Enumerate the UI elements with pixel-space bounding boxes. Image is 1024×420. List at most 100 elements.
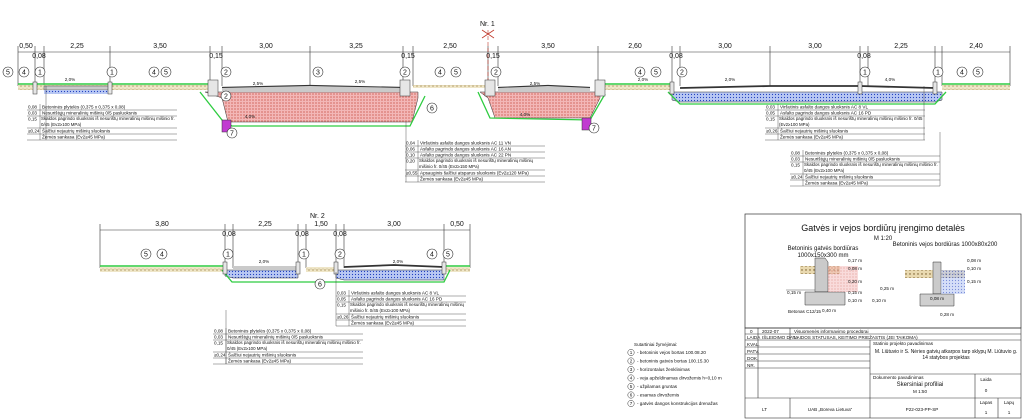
layer-thickness: ≥0,55 [406,171,418,176]
dim-label: 3,80 [155,221,169,228]
layer-name: Viršutinis asfalto dangos sluoksnis AC 8… [351,291,439,296]
layer-thickness: 0,04 [406,141,415,146]
legend-text: - esamas dirvožemis [637,393,680,398]
marker-1: 1 [106,66,118,78]
marker-1: 1 [298,248,310,260]
layer-name: Žemės sankasa (Ev2≥45 MPa) [420,175,483,182]
dim-label: 0,15 [486,53,500,60]
dim-label: 0,08 [32,53,46,60]
detail-measure: 0,20 m [848,279,862,284]
curb1-dims: 1000x150x300 mm [797,253,848,259]
slope-label: 2,0% [259,259,269,264]
side-label-2: PATV. [747,349,759,354]
marker-label: 2 [338,251,342,258]
legend-item: 6- esamas dirvožemis [627,391,680,399]
legend-marker: 7 [630,401,633,406]
marker-4: 4 [956,66,968,78]
layer-name: Žemės sankasa (Ev2≥45 MPa) [228,357,291,364]
marker-4: 4 [634,66,646,78]
legend-item: 4- veja apželdinamas dirvožemis h=0,10 m [627,374,722,382]
layer-thickness: 0,05 [337,297,346,302]
layer-name: Asfalto pagrindo dangos sluoksnis AC 16 … [351,297,443,302]
marker-label: 2 [403,69,407,76]
detail-panel: Gatvės ir vejos bordiūrų įrengimo detalė… [744,213,1022,329]
marker-6: 6 [426,102,438,114]
layer-thickness: ≥0,24 [791,175,803,180]
layer-thickness: ≥0,26 [766,129,778,134]
detail-measure: 0,40 m [822,308,836,313]
side-label-1: KVAL. [747,342,760,347]
slope-label: 2,5% [253,81,263,86]
marker-label: 2 [224,69,228,76]
dim-label: 0,08 [333,231,347,238]
slope-label: 4,0% [520,112,530,117]
legend-marker: 5 [630,384,633,389]
layer-name: Nesurištųjų mineralinių mišinių 0/5 pasl… [42,111,138,116]
detail-scale: M 1:20 [874,236,893,242]
marker-label: 5 [654,69,658,76]
curb2-title: Betoninis vejos bordiūras 1000x80x200 [893,242,998,248]
dim-label: 0,50 [19,43,33,50]
country: LT [762,407,767,412]
dim-label: 3,00 [387,221,401,228]
layer-name: Žemės sankasa (Ev2≥45 MPa) [351,319,414,326]
marker-1: 1 [859,66,871,78]
legend-item: 1- betoninis vejos bortas 100.08.20 [627,349,706,356]
layer-name: Betoninės plytelės (0,375 x 0,375 x 0,08… [228,329,312,334]
layer-thickness: 0,08 [28,105,37,110]
layer-thickness: 0,10 [406,153,415,158]
legend-text: - betoninis gatvės bortas 100.15.30 [637,359,709,364]
layer-name: Asfalto pagrindo dangos sluoksnis AC 16 … [780,111,872,116]
layer-thickness: 0,15 [791,163,800,168]
layer-name: Šalčiui nejautrių mišinių sluoksnis [351,314,420,320]
layer-thickness: 0,05 [766,111,775,116]
dim-label: 0,15 [209,53,223,60]
detail-measure: 0,17 m [848,258,862,263]
legend-item: 2 - betoninis gatvės bortas 100.15.30 [627,357,709,365]
layer-thickness: 0,20 [406,159,415,164]
lapas-value: 1 [985,410,988,415]
legend-title: Sutartiniai žymėjimai: [634,342,677,347]
marker-label: 3 [316,69,320,76]
layer-name: Šalčiui nejautrių mišinių sluoksnis [805,174,874,180]
layer-thickness: ≥0,26 [337,315,349,320]
marker-label: 6 [318,281,322,288]
dim-label: 2,25 [894,43,908,50]
detail-measure: 0,10 m [967,266,981,271]
detail-measure: 0,15 m [848,290,862,295]
detail-measure: 0,10 m [848,298,862,303]
marker-label: 4 [960,69,964,76]
permit-label: LAIDOS STATUSAS, KEITIMO PRIEŽASTIS (JEI… [794,333,918,340]
doc-label: Dokumento pavadinimas [873,375,924,380]
marker-5: 5 [972,66,984,78]
slope-label: 2,0% [65,77,75,82]
object-title: M. Liūtuvio ir S. Nėries gatvių atkarpos… [874,349,1018,361]
legend-item: 5- užpilamas gruntas [627,383,678,390]
dim-label: 0,08 [295,231,309,238]
layer-name: Šalčiui nejautrių mišinių sluoksnis [42,128,111,134]
layer-name: Betoninės plytelės (0,375 x 0,375 x 0,08… [805,151,889,156]
doc-code: P22-023-PP-SP [906,407,939,412]
legend-text: - gatvės dangos konstrukcijos drenažas [637,401,718,406]
marker-2: 2 [220,90,232,102]
marker-label: 5 [454,69,458,76]
marker-label: 6 [430,105,434,112]
marker-2: 2 [334,248,346,260]
dim-label: 3,50 [153,43,167,50]
layer-table-s2-right: 0,03 Viršutinis asfalto dangos sluoksnis … [335,272,466,327]
legend-item: 3- horizontalus ženklinimas [627,366,691,373]
object-label: Statinio projekto pavadinimas [873,341,934,346]
legend-marker: 2 [630,359,633,364]
marker-label: 7 [592,125,596,132]
detail-measure: 0,10 m [872,298,886,303]
lapu-label: Lapų [1004,400,1015,405]
layer-thickness: 0,03 [337,291,346,296]
layer-thickness: 0,03 [28,111,37,116]
marker-5: 5 [442,248,454,260]
curb1-title: Betoninis gatvės bordiūras [788,246,859,252]
